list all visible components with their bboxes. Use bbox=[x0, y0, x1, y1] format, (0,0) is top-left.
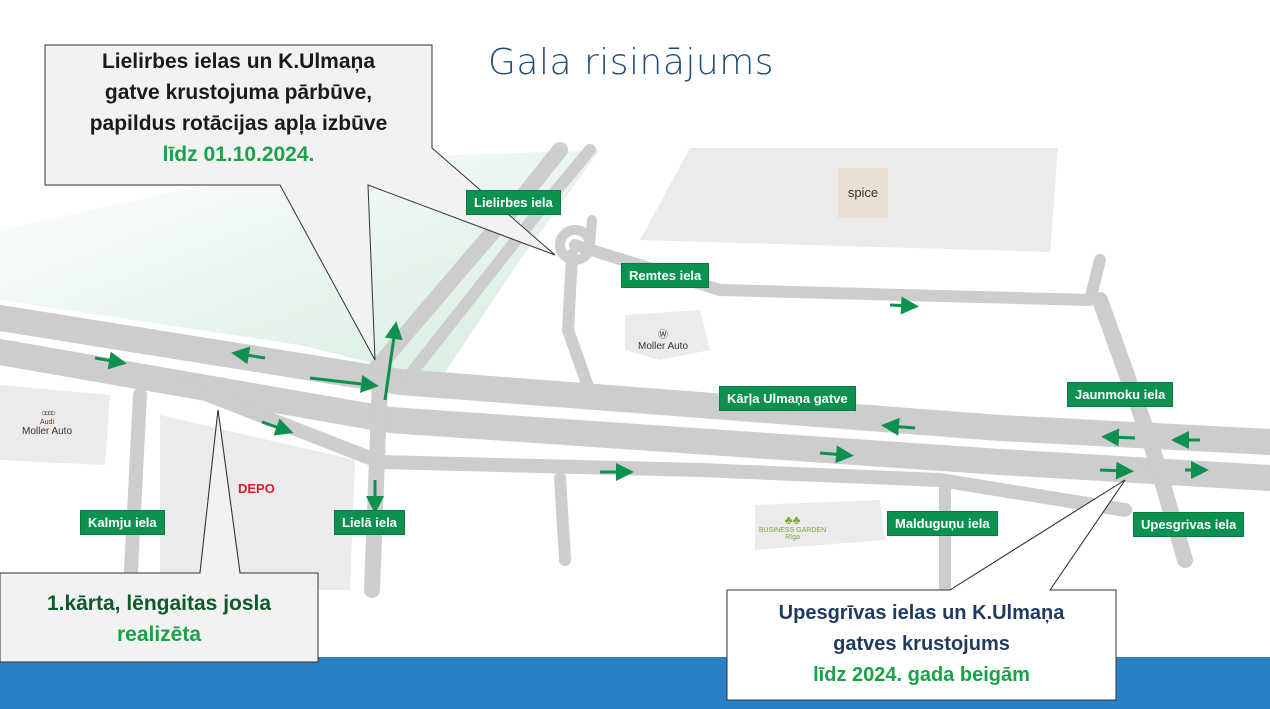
depo-logo: DEPO bbox=[238, 481, 275, 496]
service-road bbox=[163, 373, 1132, 517]
callout-status: realizēta bbox=[116, 623, 202, 646]
ulmana-upper bbox=[0, 305, 1270, 455]
callout-top-left: Lielirbes ielas un K.Ulmaņa gatve krusto… bbox=[45, 46, 432, 170]
vw-block bbox=[625, 310, 710, 360]
callout-line: gatve krustojuma pārbūve, bbox=[104, 81, 373, 104]
page-title: Gala risinājums bbox=[488, 42, 775, 83]
logo-text: Moller Auto bbox=[637, 341, 689, 352]
logo-text: Moller Auto bbox=[21, 426, 73, 437]
bg-block bbox=[755, 500, 885, 550]
street-label-jaunmoku: Jaunmoku iela bbox=[1067, 382, 1174, 407]
vw-icon: Ⓦ bbox=[658, 330, 668, 341]
street-label-upesgrivas: Upesgrivas iela bbox=[1133, 512, 1245, 537]
street-label-maldugunu: Malduguņu iela bbox=[887, 511, 998, 536]
street-label-remtes: Remtes iela bbox=[621, 263, 710, 288]
callout-deadline: līdz 2024. gada beigām bbox=[813, 664, 1030, 686]
callout-line: Upesgrīvas ielas un K.Ulmaņa bbox=[778, 602, 1065, 624]
callout-line: papildus rotācijas apļa izbūve bbox=[89, 112, 388, 135]
spice-logo: spice bbox=[838, 168, 888, 218]
traffic-arrows bbox=[94, 296, 1209, 514]
roundabout bbox=[555, 225, 595, 265]
callout-line: gatves krustojums bbox=[833, 633, 1010, 655]
logo-subtext: Rīga bbox=[785, 534, 800, 541]
street-label-liela: Lielā iela bbox=[334, 510, 405, 535]
remtes-branch bbox=[562, 249, 596, 398]
kalmju-road bbox=[123, 388, 147, 597]
callout-line: Lielirbes ielas un K.Ulmaņa bbox=[101, 50, 376, 73]
callout-line: 1.kārta, lēngaitas josla bbox=[46, 592, 272, 615]
callout-bottom-left: 1.kārta, lēngaitas josla realizēta bbox=[0, 588, 318, 650]
logo-text: BUSINESS GARDEN bbox=[758, 527, 827, 534]
audi-rings-icon: ○○○○ bbox=[40, 408, 56, 419]
side-road-1 bbox=[554, 472, 571, 566]
audi-block bbox=[0, 385, 110, 465]
callout-deadline: līdz 01.10.2024. bbox=[162, 143, 315, 166]
trees-icon: ♣♣ bbox=[784, 513, 801, 527]
street-label-lielirbes: Lielirbes iela bbox=[466, 190, 561, 215]
street-label-ulmana: Kārļa Ulmaņa gatve bbox=[719, 386, 856, 411]
callout-bottom-right: Upesgrīvas ielas un K.Ulmaņa gatves krus… bbox=[727, 598, 1116, 691]
callout-top-left-shape bbox=[44, 44, 556, 361]
audi-text: Audi bbox=[39, 419, 54, 426]
street-label-kalmju: Kalmju iela bbox=[80, 510, 165, 535]
